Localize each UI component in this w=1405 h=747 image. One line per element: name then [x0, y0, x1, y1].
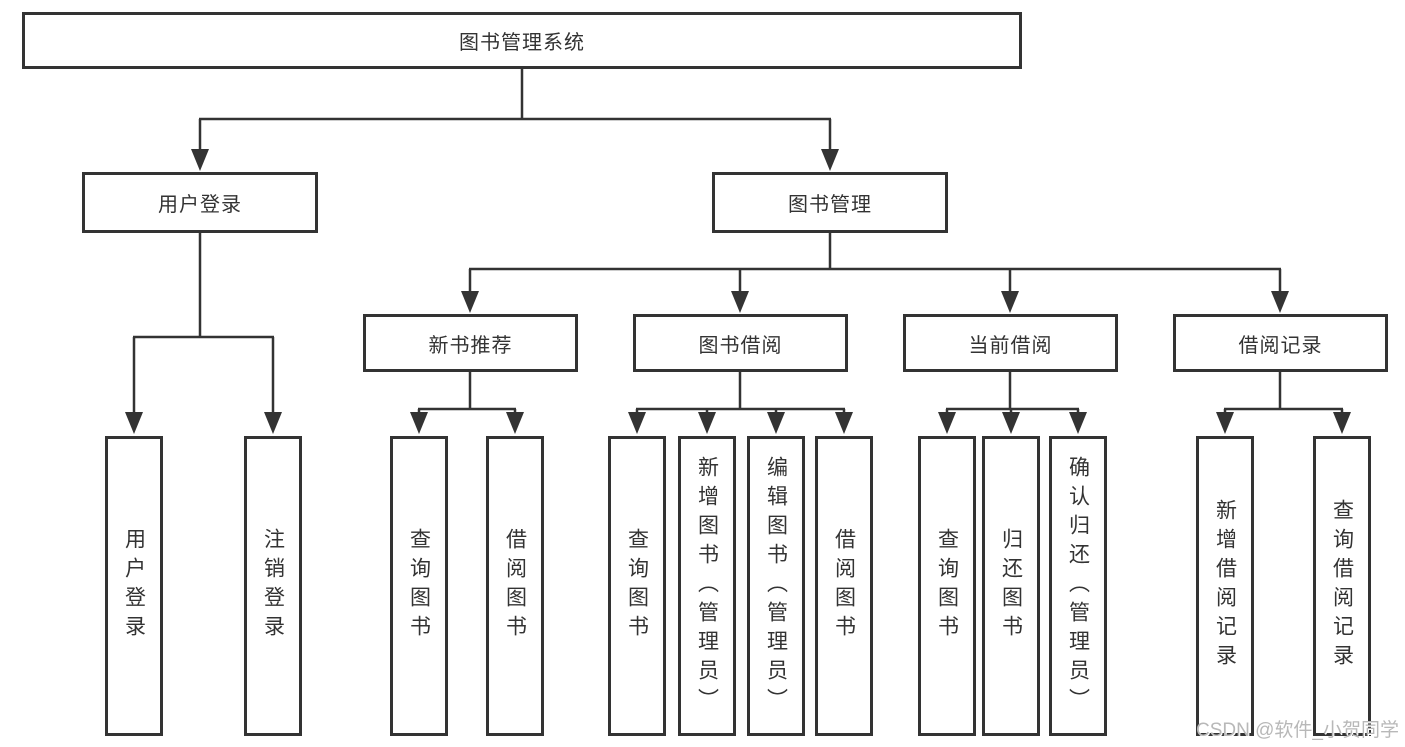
- node-label: 图书管理系统: [459, 32, 585, 54]
- arrow-icon: [1216, 412, 1234, 434]
- node-borrow-books-borrowing: 借阅图书: [815, 436, 873, 736]
- arrow-icon: [125, 412, 143, 434]
- arrow-icon: [264, 412, 282, 434]
- connector-book-borrowing-to-leaves: [635, 372, 846, 415]
- arrow-icon: [698, 412, 716, 434]
- node-label: 用户登录: [122, 528, 146, 644]
- node-query-borrow-record: 查询借阅记录: [1313, 436, 1371, 736]
- node-current-borrowing: 当前借阅: [903, 314, 1118, 372]
- node-confirm-return-admin: 确认归还（管理员）: [1049, 436, 1107, 736]
- node-book-management-module: 图书管理: [712, 172, 948, 233]
- node-add-books-admin: 新增图书（管理员）: [678, 436, 736, 736]
- arrow-icon: [628, 412, 646, 434]
- arrow-icon: [835, 412, 853, 434]
- connector-book-management-to-level3: [468, 233, 1282, 294]
- node-borrowing-records: 借阅记录: [1173, 314, 1388, 372]
- node-label: 查询图书: [625, 528, 649, 644]
- node-logout: 注销登录: [244, 436, 302, 736]
- node-query-books-current: 查询图书: [918, 436, 976, 736]
- node-query-books-borrowing: 查询图书: [608, 436, 666, 736]
- node-add-borrow-record: 新增借阅记录: [1196, 436, 1254, 736]
- arrow-icon: [191, 149, 209, 171]
- arrowheads: [125, 149, 1351, 434]
- arrow-icon: [461, 291, 479, 313]
- connector-current-borrowing-to-leaves: [945, 372, 1080, 415]
- node-label: 图书借阅: [698, 334, 783, 357]
- node-label: 新增图书（管理员）: [695, 455, 719, 717]
- node-borrow-books-recommend: 借阅图书: [486, 436, 544, 736]
- node-label: 新书推荐: [428, 334, 513, 357]
- node-label: 编辑图书（管理员）: [764, 455, 788, 717]
- node-label: 借阅图书: [503, 528, 527, 644]
- arrow-icon: [767, 412, 785, 434]
- node-label: 新增借阅记录: [1213, 499, 1237, 673]
- node-label: 借阅图书: [832, 528, 856, 644]
- node-edit-books-admin: 编辑图书（管理员）: [747, 436, 805, 736]
- arrow-icon: [938, 412, 956, 434]
- node-query-books-recommend: 查询图书: [390, 436, 448, 736]
- connector-borrow-records-to-leaves: [1223, 372, 1344, 415]
- node-label: 注销登录: [261, 528, 285, 644]
- node-label: 查询图书: [935, 528, 959, 644]
- arrow-icon: [506, 412, 524, 434]
- node-user-login-module: 用户登录: [82, 172, 318, 233]
- arrow-icon: [1069, 412, 1087, 434]
- node-label: 归还图书: [999, 528, 1023, 644]
- node-label: 当前借阅: [968, 334, 1053, 357]
- arrow-icon: [1271, 291, 1289, 313]
- arrow-icon: [1002, 412, 1020, 434]
- connector-new-books-to-leaves: [417, 372, 517, 415]
- node-user-login-action: 用户登录: [105, 436, 163, 736]
- node-return-books: 归还图书: [982, 436, 1040, 736]
- arrow-icon: [731, 291, 749, 313]
- node-label: 用户登录: [158, 194, 242, 216]
- connector-user-login-to-leaves: [132, 233, 275, 415]
- node-label: 借阅记录: [1238, 334, 1323, 357]
- node-label: 查询图书: [407, 528, 431, 644]
- arrow-icon: [1333, 412, 1351, 434]
- arrow-icon: [1001, 291, 1019, 313]
- watermark: CSDN @软件_小贺同学: [1196, 720, 1399, 741]
- node-label: 图书管理: [788, 194, 872, 216]
- node-book-borrowing: 图书借阅: [633, 314, 848, 372]
- connector-root-to-level2: [198, 68, 832, 152]
- arrow-icon: [410, 412, 428, 434]
- arrow-icon: [821, 149, 839, 171]
- node-library-management-system: 图书管理系统: [22, 12, 1022, 69]
- node-label: 确认归还（管理员）: [1066, 455, 1090, 717]
- node-label: 查询借阅记录: [1330, 499, 1354, 673]
- node-new-book-recommendation: 新书推荐: [363, 314, 578, 372]
